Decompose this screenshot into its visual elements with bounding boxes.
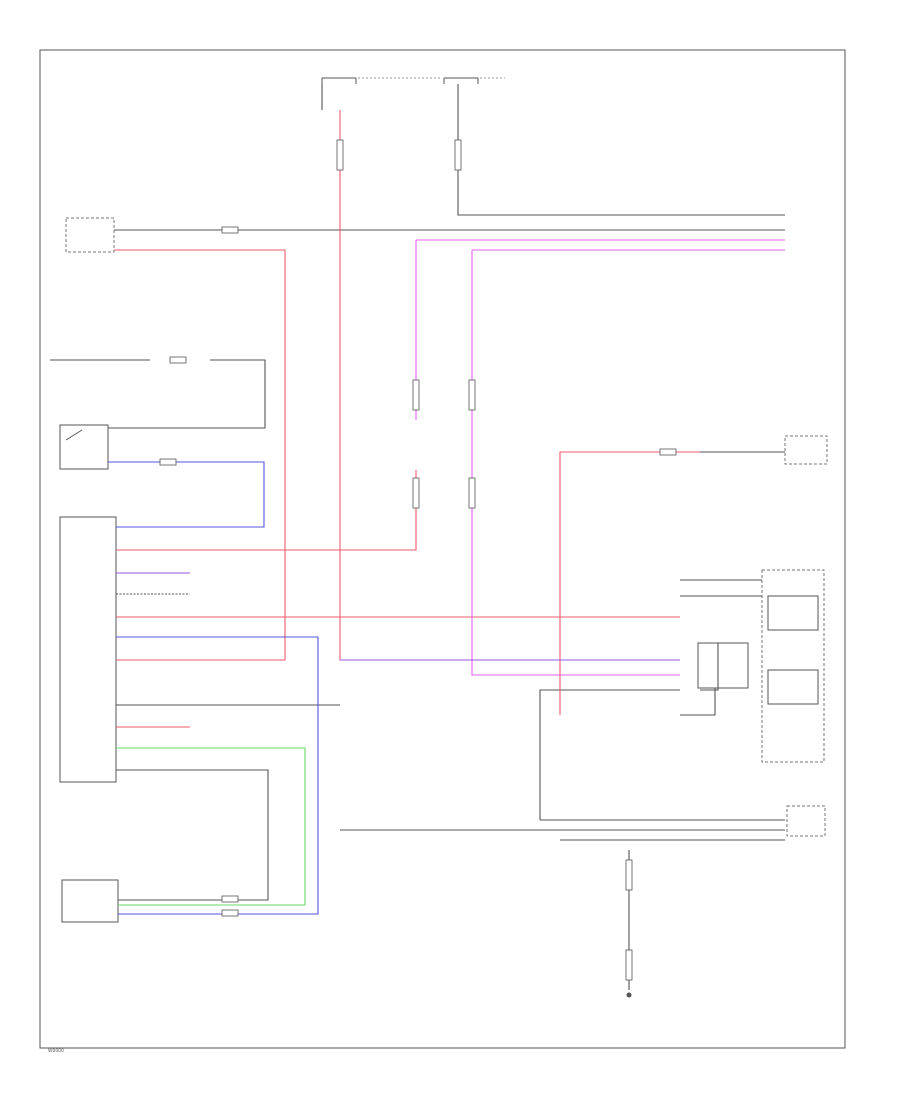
wire-red-module xyxy=(114,249,286,661)
wire-ecu-black-2 xyxy=(116,769,269,901)
wires xyxy=(50,84,785,990)
inline-connector xyxy=(336,139,344,171)
switch-contact xyxy=(65,429,83,441)
wire-black-mid-1 xyxy=(108,359,266,429)
inline-connector xyxy=(412,379,420,411)
sensor-lower-left xyxy=(61,879,119,923)
connector-box-bottom-right xyxy=(786,805,826,837)
ground-point xyxy=(626,992,632,998)
diagram-frame xyxy=(39,49,846,1049)
inline-connector xyxy=(625,859,633,891)
inline-connector xyxy=(625,949,633,981)
wire-right-black-6 xyxy=(680,688,716,716)
inline-connector xyxy=(468,379,476,411)
wire-right-black-loop xyxy=(539,689,680,820)
wire-red-meter xyxy=(559,451,700,715)
meter-inner-module xyxy=(697,642,749,689)
wire-magenta-4 xyxy=(471,250,680,676)
inline-connector xyxy=(221,909,239,917)
module-top-left xyxy=(65,217,115,253)
fuse-block-right xyxy=(443,77,479,84)
switch-module xyxy=(59,424,109,470)
meter-indicator-upper xyxy=(767,595,819,631)
main-ecu xyxy=(59,516,117,783)
inline-connector xyxy=(221,226,239,234)
component-right-mid xyxy=(784,435,828,465)
wire-top-fuse-right xyxy=(457,84,785,216)
inline-connector xyxy=(169,356,187,364)
inline-connector xyxy=(221,895,239,903)
inline-connector xyxy=(468,477,476,509)
wire-green-ecu xyxy=(116,747,306,906)
fuse-block-left xyxy=(321,77,357,84)
meter-indicator-lower xyxy=(767,669,819,705)
wire-right-black-5 xyxy=(700,643,719,691)
connector-marks xyxy=(159,139,677,981)
wire-red-ecu-1 xyxy=(116,470,417,551)
inline-connector xyxy=(659,448,677,456)
components xyxy=(59,77,828,998)
wire-blue-ecu xyxy=(116,636,319,915)
inline-connector xyxy=(454,139,462,171)
combination-meter xyxy=(761,569,825,763)
inline-connector xyxy=(159,458,177,466)
wire-red-fuse-left xyxy=(339,110,680,661)
wire-blue-switch xyxy=(108,461,265,528)
footer-ref: W0000 xyxy=(48,1048,64,1054)
inline-connector xyxy=(412,477,420,509)
